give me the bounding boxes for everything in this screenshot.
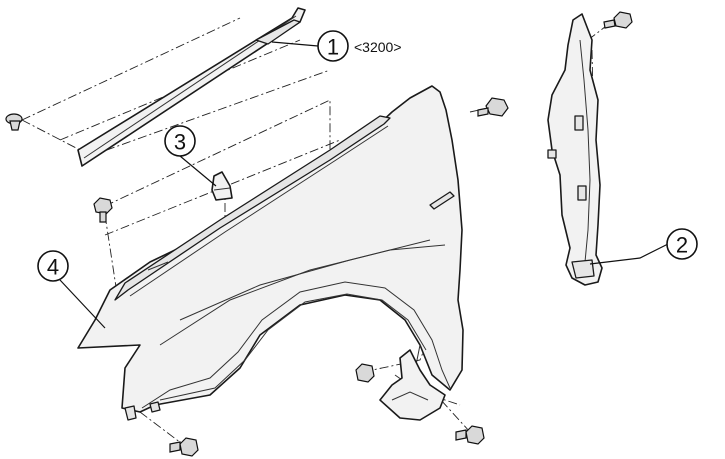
callout-4-circle [37,250,69,282]
callout-1-number: 1 [327,35,339,60]
bolt-lower-left [169,437,199,457]
callout-3-number: 3 [174,130,186,155]
bolt-lower-right [455,425,485,445]
upper-molding-part [77,7,306,167]
nut-wheel-arch [355,363,375,383]
callout-2-number: 2 [676,233,688,258]
callout-1: 1 <3200> [271,30,402,62]
bolt-left [93,197,113,223]
bolt-bracket-top [603,11,633,29]
callout-4: 4 [37,250,106,329]
fender-bracket-part [547,13,603,286]
front-fender-part [77,85,464,421]
callout-4-number: 4 [47,255,59,280]
bolt-upper-right [477,97,509,117]
callout-1-circle [317,30,349,62]
callout-2: 2 [589,228,698,265]
fender-clip-part [211,171,233,201]
push-clip-upper-left [5,113,23,131]
splash-shield-part [379,349,446,421]
callout-3-circle [164,125,196,157]
callout-2-circle [666,228,698,260]
callout-3: 3 [164,125,217,187]
callout-1-part-code: <3200> [354,39,402,55]
